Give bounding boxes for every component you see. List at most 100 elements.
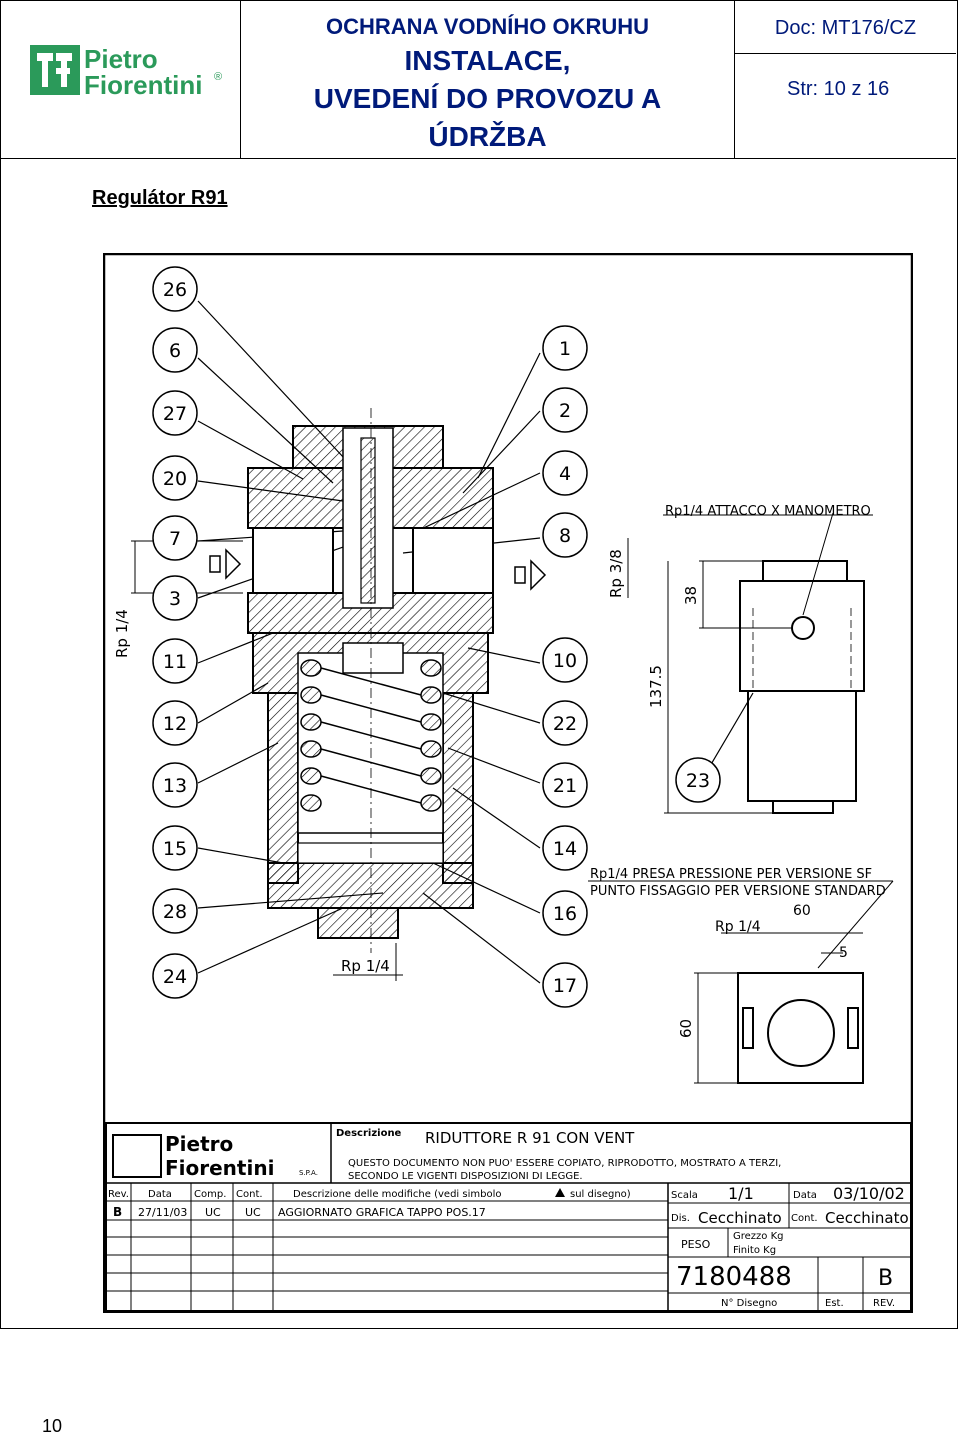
tb-col-desc2: sul disegno) bbox=[570, 1189, 631, 1200]
header-doc-cell: Doc: MT176/CZ Str: 10 z 16 bbox=[735, 0, 956, 158]
callout-8: 8 bbox=[542, 512, 588, 558]
tb-row-desc: AGGIORNATO GRAFICA TAPPO POS.17 bbox=[278, 1206, 486, 1219]
label-rp14-small: Rp 1/4 bbox=[715, 919, 761, 935]
tb-spa: S.P.A. bbox=[299, 1169, 318, 1177]
callout-14: 14 bbox=[542, 825, 588, 871]
svg-text:6: 6 bbox=[169, 340, 181, 362]
doc-number: Doc: MT176/CZ bbox=[735, 0, 956, 54]
callout-28: 28 bbox=[152, 888, 198, 934]
tb-scala-value: 1/1 bbox=[728, 1184, 754, 1203]
callout-22: 22 bbox=[542, 700, 588, 746]
label-note-line2: PUNTO FISSAGGIO PER VERSIONE STANDARD bbox=[590, 884, 886, 899]
label-rp14-bottom: Rp 1/4 bbox=[341, 957, 390, 975]
tb-notice2: SECONDO LE VIGENTI DISPOSIZIONI DI LEGGE… bbox=[348, 1171, 583, 1182]
tb-col-desc: Descrizione delle modifiche (vedi simbol… bbox=[293, 1189, 501, 1200]
svg-text:16: 16 bbox=[553, 903, 577, 925]
tb-desc-value: RIDUTTORE R 91 CON VENT bbox=[425, 1129, 635, 1147]
svg-text:2: 2 bbox=[559, 400, 571, 422]
dim-60-side: 60 bbox=[677, 1019, 695, 1038]
tb-desc-label: Descrizione bbox=[336, 1128, 402, 1139]
tb-row-cont: UC bbox=[245, 1206, 261, 1219]
dim-5: 5 bbox=[839, 945, 848, 961]
tb-data-label: Data bbox=[793, 1190, 817, 1201]
tb-row-rev: B bbox=[113, 1205, 122, 1219]
label-gauge-note: Rp1/4 ATTACCO X MANOMETRO bbox=[665, 504, 871, 519]
callout-21: 21 bbox=[542, 762, 588, 808]
tb-dis-label: Dis. bbox=[671, 1213, 690, 1224]
callout-2: 2 bbox=[542, 387, 588, 433]
callout-16: 16 bbox=[542, 890, 588, 936]
svg-text:14: 14 bbox=[553, 838, 577, 860]
tb-grezzo: Grezzo Kg bbox=[733, 1231, 784, 1242]
revision-triangle-icon bbox=[555, 1188, 565, 1197]
dim-60-top: 60 bbox=[793, 903, 811, 919]
tb-rev-label: REV. bbox=[873, 1298, 895, 1309]
header-title-line1: OCHRANA VODNÍHO OKRUHU bbox=[325, 14, 650, 39]
tb-row-comp: UC bbox=[205, 1206, 221, 1219]
logo-mark-icon bbox=[30, 45, 80, 95]
logo-registered: ® bbox=[214, 71, 222, 83]
svg-text:10: 10 bbox=[553, 650, 577, 672]
svg-text:15: 15 bbox=[163, 838, 187, 860]
callout-4: 4 bbox=[542, 450, 588, 496]
callout-1: 1 bbox=[542, 325, 588, 371]
callout-12: 12 bbox=[152, 700, 198, 746]
callout-11: 11 bbox=[152, 638, 198, 684]
callout-15: 15 bbox=[152, 825, 198, 871]
callout-27: 27 bbox=[152, 390, 198, 436]
svg-text:17: 17 bbox=[553, 975, 577, 997]
callout-23: 23 bbox=[675, 757, 721, 803]
svg-text:24: 24 bbox=[163, 966, 187, 988]
bottom-view bbox=[737, 972, 864, 1084]
header-title-cell: OCHRANA VODNÍHO OKRUHU INSTALACE, UVEDEN… bbox=[241, 0, 735, 158]
svg-text:13: 13 bbox=[163, 775, 187, 797]
svg-text:11: 11 bbox=[163, 651, 187, 673]
title-block: Pietro Fiorentini S.P.A. Descrizione RID… bbox=[105, 1122, 912, 1312]
tb-row-data: 27/11/03 bbox=[138, 1206, 187, 1219]
callouts-right: 1 2 4 8 10 22 21 14 16 17 bbox=[542, 325, 588, 1008]
header-logo-cell: Pietro Fiorentini ® bbox=[0, 0, 241, 158]
logo-text-line1: Pietro bbox=[84, 44, 158, 74]
tb-brand1: Pietro bbox=[165, 1132, 233, 1156]
dim-137-5: 137.5 bbox=[647, 665, 665, 708]
svg-text:4: 4 bbox=[559, 463, 571, 485]
svg-text:26: 26 bbox=[163, 279, 187, 301]
tb-col-rev: Rev. bbox=[108, 1189, 129, 1200]
bottom-view-dims bbox=[588, 880, 894, 1084]
svg-text:27: 27 bbox=[163, 403, 187, 425]
tb-col-cont: Cont. bbox=[236, 1189, 263, 1200]
tb-scala-label: Scala bbox=[671, 1190, 698, 1201]
section-subtitle: Regulátor R91 bbox=[92, 187, 228, 209]
dim-38: 38 bbox=[682, 586, 700, 605]
tb-cont-label: Cont. bbox=[791, 1213, 818, 1224]
technical-drawing: Rp 1/4 Rp 3/8 Rp 1/4 26 6 27 20 7 3 11 1… bbox=[103, 253, 913, 1313]
label-note-line1: Rp1/4 PRESA PRESSIONE PER VERSIONE SF bbox=[590, 867, 872, 882]
tb-notice1: QUESTO DOCUMENTO NON PUO' ESSERE COPIATO… bbox=[348, 1158, 781, 1169]
svg-text:1: 1 bbox=[559, 338, 571, 360]
tb-data-value: 03/10/02 bbox=[833, 1184, 905, 1203]
flow-arrows bbox=[209, 548, 547, 591]
svg-text:20: 20 bbox=[163, 468, 187, 490]
header-title-line4: ÚDRŽBA bbox=[428, 121, 547, 152]
document-header: Pietro Fiorentini ® OCHRANA VODNÍHO OKRU… bbox=[0, 0, 956, 159]
side-view-dims bbox=[663, 512, 873, 814]
svg-text:12: 12 bbox=[163, 713, 187, 735]
logo-text-line2: Fiorentini bbox=[84, 70, 202, 100]
callouts-left: 26 6 27 20 7 3 11 12 13 15 28 24 bbox=[152, 266, 198, 999]
tb-brand2: Fiorentini bbox=[165, 1156, 274, 1180]
page-indicator: Str: 10 z 16 bbox=[787, 78, 890, 100]
tb-est-label: Est. bbox=[825, 1298, 844, 1309]
page-frame bbox=[0, 0, 958, 1329]
tb-drawing-no: 7180488 bbox=[676, 1262, 792, 1292]
tb-finito: Finito Kg bbox=[733, 1245, 776, 1256]
tb-est-value: B bbox=[878, 1266, 893, 1291]
svg-text:28: 28 bbox=[163, 901, 187, 923]
callout-7: 7 bbox=[152, 515, 198, 561]
svg-text:21: 21 bbox=[553, 775, 577, 797]
tb-ndis-label: N° Disegno bbox=[721, 1298, 777, 1309]
callout-17: 17 bbox=[542, 962, 588, 1008]
pietro-fiorentini-logo: Pietro Fiorentini ® bbox=[30, 44, 222, 100]
callout-20: 20 bbox=[152, 455, 198, 501]
callout-10: 10 bbox=[542, 637, 588, 683]
tb-col-data: Data bbox=[148, 1189, 172, 1200]
